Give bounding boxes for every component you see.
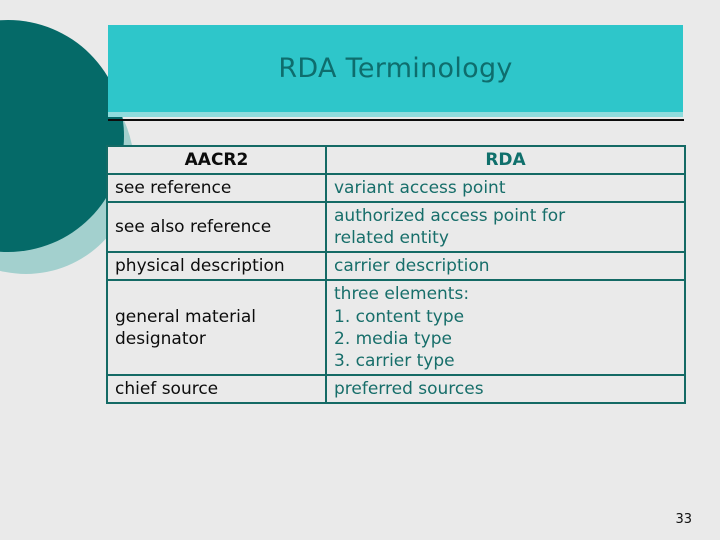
cell-rda: preferred sources	[325, 373, 686, 404]
cell-rda-line: 3. carrier type	[334, 350, 455, 371]
cell-rda-line: authorized access point for	[334, 206, 566, 227]
cell-rda: three elements: 1. content type 2. media…	[325, 279, 686, 376]
cell-rda-line: carrier description	[334, 256, 490, 277]
cell-aacr2-line: physical	[115, 256, 185, 277]
comparison-table-wrapper: AACR2 RDA see reference variant access p…	[106, 144, 686, 404]
cell-aacr2-line: designator	[115, 328, 206, 349]
cell-rda: variant access point	[325, 173, 686, 204]
page-number: 33	[675, 512, 692, 527]
cell-aacr2: physical description	[106, 251, 327, 282]
cell-rda: authorized access point for related enti…	[325, 201, 686, 254]
cell-rda-line: related entity	[334, 228, 449, 249]
column-header-rda: RDA	[325, 144, 686, 176]
title-divider-rule	[108, 119, 684, 121]
table-header-row: AACR2 RDA	[106, 144, 686, 176]
terminology-comparison-table: AACR2 RDA see reference variant access p…	[106, 144, 686, 404]
cell-rda-line: 1. content type	[334, 306, 465, 327]
cell-aacr2: chief source	[106, 373, 327, 404]
column-header-aacr2: AACR2	[106, 144, 327, 176]
cell-rda-line: preferred sources	[334, 378, 484, 399]
table-row: general material designator three elemen…	[106, 279, 686, 376]
table-row: see reference variant access point	[106, 173, 686, 204]
table-row: physical description carrier description	[106, 251, 686, 282]
page-title: RDA Terminology	[278, 53, 513, 84]
title-banner: RDA Terminology	[108, 25, 683, 112]
cell-aacr2: see also reference	[106, 201, 327, 254]
cell-aacr2: general material designator	[106, 279, 327, 376]
cell-rda: carrier description	[325, 251, 686, 282]
cell-rda-line: 2. media type	[334, 328, 452, 349]
cell-aacr2-line: description	[190, 256, 285, 277]
table-row: chief source preferred sources	[106, 373, 686, 404]
cell-rda-line: variant access point	[334, 178, 506, 199]
cell-aacr2-line: general material	[115, 306, 256, 327]
title-banner-underline-strip	[108, 112, 683, 117]
table-row: see also reference authorized access poi…	[106, 201, 686, 254]
cell-rda-line: three elements:	[334, 284, 470, 305]
cell-aacr2: see reference	[106, 173, 327, 204]
